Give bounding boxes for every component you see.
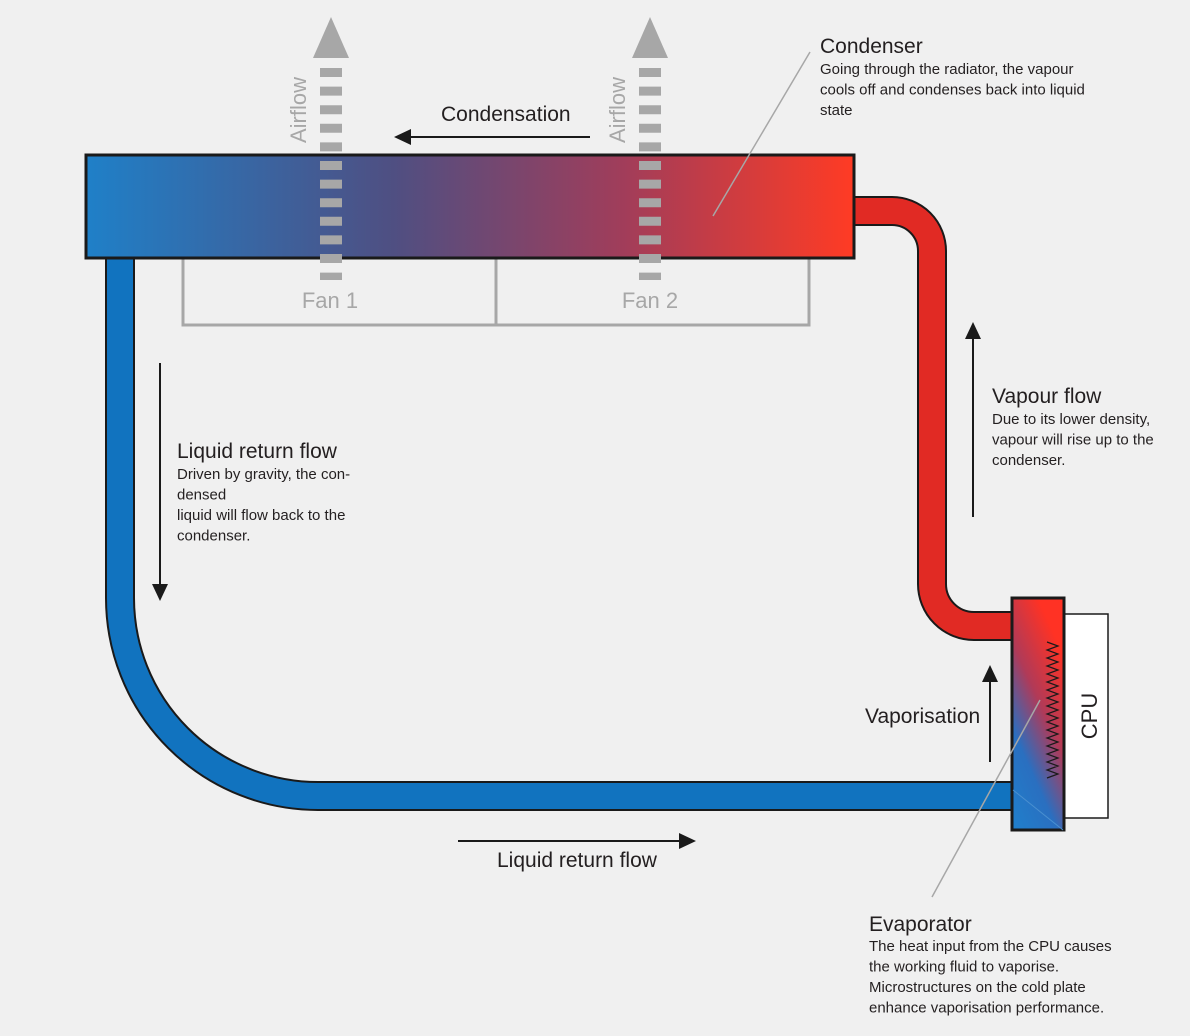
fan-2-label: Fan 2: [622, 288, 678, 313]
vapour-flow-title: Vapour flow: [992, 385, 1102, 408]
condenser-description: Going through the radiator, the vapour c…: [820, 61, 1089, 119]
fan-housing: [181, 256, 811, 327]
airflow-label-2: Airflow: [605, 77, 630, 143]
evaporator-inner-line: [1012, 789, 1064, 831]
condenser-title: Condenser: [820, 35, 923, 58]
evaporator-leader-line: [931, 699, 1041, 898]
condensation-arrow: [394, 129, 590, 145]
microstructure-zigzag: [1045, 641, 1060, 779]
airflow-arrow-2: [632, 17, 668, 280]
vaporisation-arrow: [982, 665, 998, 762]
liquid-return-arrow-right: [458, 833, 696, 849]
condenser-leader-line: [712, 51, 811, 217]
cpu-label: CPU: [1077, 693, 1102, 739]
vaporisation-label: Vaporisation: [865, 705, 980, 728]
evaporator-title: Evaporator: [869, 913, 972, 936]
airflow-label-1: Airflow: [286, 77, 311, 143]
evaporator-block: [1010, 596, 1066, 832]
liquid-return-bottom-label: Liquid return flow: [497, 849, 658, 872]
vapour-flow-arrow: [965, 322, 981, 517]
liquid-return-arrow-down: [152, 363, 168, 601]
liquid-return-description: Driven by gravity, the con- densed liqui…: [177, 466, 354, 545]
condenser-radiator: [84, 153, 856, 260]
fan-1-label: Fan 1: [302, 288, 358, 313]
vapour-flow-description: Due to its lower density, vapour will ri…: [992, 411, 1158, 469]
evaporator-description: The heat input from the CPU causes the w…: [869, 938, 1116, 1017]
vapour-pipe: [853, 196, 1013, 641]
condensation-label: Condensation: [441, 103, 571, 126]
liquid-return-title: Liquid return flow: [177, 440, 338, 463]
airflow-arrow-1: [313, 17, 349, 280]
